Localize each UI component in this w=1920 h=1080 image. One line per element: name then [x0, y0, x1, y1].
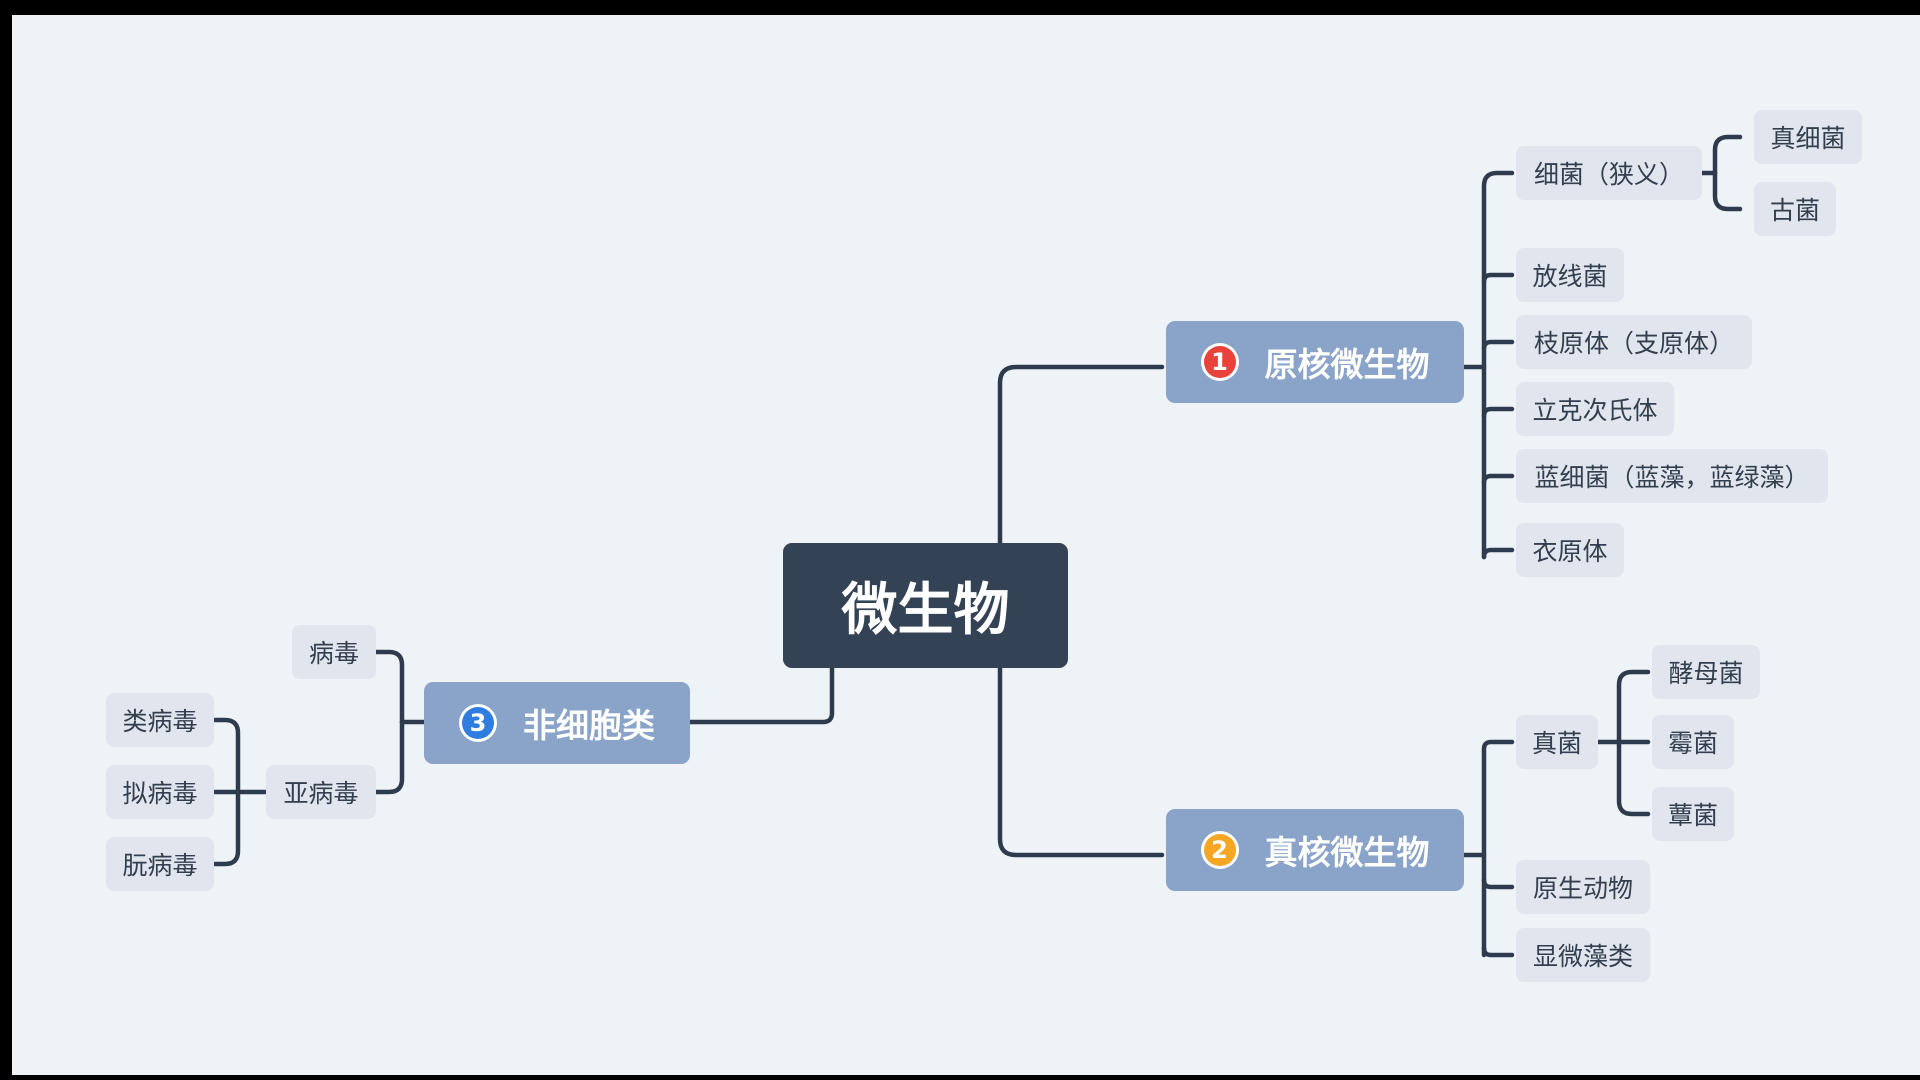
node-label: 蓝细菌（蓝藻，蓝绿藻） [1534, 463, 1810, 492]
mind-map-canvas: 微生物 1 原核微生物 2 真核微生物 3 非细胞类 细菌（狭义） 真细菌 古菌… [12, 15, 1920, 1075]
node-microalgae[interactable]: 显微藻类 [1516, 928, 1650, 982]
badge-number: 1 [1203, 346, 1236, 378]
node-label: 酵母菌 [1668, 659, 1744, 688]
node-protozoa[interactable]: 原生动物 [1516, 860, 1650, 914]
node-label: 细菌（狭义） [1533, 160, 1684, 189]
node-label: 蕈菌 [1667, 801, 1718, 830]
node-label: 放线菌 [1532, 262, 1608, 291]
node-subvirus[interactable]: 亚病毒 [266, 765, 376, 819]
number-badge-icon: 3 [459, 704, 497, 742]
edge-root-acellular [679, 663, 835, 725]
node-chlamydia[interactable]: 衣原体 [1516, 523, 1624, 577]
connector-lines [209, 134, 1743, 958]
edge-root-eukaryote [997, 663, 1165, 858]
branch-label: 真核微生物 [1264, 833, 1430, 872]
root-label: 微生物 [841, 578, 1010, 643]
node-label: 显微藻类 [1532, 942, 1633, 971]
node-label: 原生动物 [1532, 874, 1633, 903]
node-label: 病毒 [308, 639, 359, 668]
number-badge-icon: 1 [1200, 343, 1239, 381]
node-virus-like[interactable]: 类病毒 [106, 693, 214, 747]
node-actinomycetes[interactable]: 放线菌 [1516, 248, 1624, 302]
node-label: 真菌 [1531, 729, 1582, 758]
node-mold[interactable]: 霉菌 [1652, 715, 1734, 769]
node-eubacteria[interactable]: 真细菌 [1754, 110, 1862, 164]
node-bacteria-narrow[interactable]: 细菌（狭义） [1516, 146, 1702, 200]
node-virus[interactable]: 病毒 [292, 625, 376, 679]
badge-number: 2 [1203, 834, 1236, 866]
node-archaea[interactable]: 古菌 [1754, 182, 1836, 236]
branch-label: 非细胞类 [523, 706, 655, 745]
node-label: 霉菌 [1667, 729, 1718, 758]
branch-acellular[interactable]: 3 非细胞类 [424, 682, 690, 764]
node-label: 枝原体（支原体） [1533, 329, 1734, 358]
node-virusoid[interactable]: 拟病毒 [106, 765, 214, 819]
node-mushroom[interactable]: 蕈菌 [1652, 787, 1734, 841]
node-cyanobacteria[interactable]: 蓝细菌（蓝藻，蓝绿藻） [1516, 449, 1828, 503]
node-label: 拟病毒 [122, 779, 198, 808]
node-label: 衣原体 [1532, 537, 1608, 566]
node-label: 真细菌 [1770, 124, 1846, 153]
number-badge-icon: 2 [1200, 831, 1239, 869]
branch-eukaryote[interactable]: 2 真核微生物 [1166, 809, 1464, 891]
node-mycoplasma[interactable]: 枝原体（支原体） [1516, 315, 1752, 369]
branch-label: 原核微生物 [1264, 345, 1430, 384]
node-label: 朊病毒 [122, 851, 198, 880]
node-fungi[interactable]: 真菌 [1516, 715, 1598, 769]
root-node[interactable]: 微生物 [783, 543, 1068, 668]
node-rickettsia[interactable]: 立克次氏体 [1516, 382, 1674, 436]
branch-prokaryote[interactable]: 1 原核微生物 [1166, 321, 1464, 403]
node-label: 古菌 [1769, 196, 1820, 225]
node-label: 类病毒 [122, 707, 198, 736]
edge-root-prokaryote [997, 364, 1165, 546]
node-label: 立克次氏体 [1532, 396, 1658, 425]
node-label: 亚病毒 [283, 779, 359, 808]
node-yeast[interactable]: 酵母菌 [1652, 645, 1760, 699]
badge-number: 3 [462, 707, 494, 739]
node-prion[interactable]: 朊病毒 [106, 837, 214, 891]
